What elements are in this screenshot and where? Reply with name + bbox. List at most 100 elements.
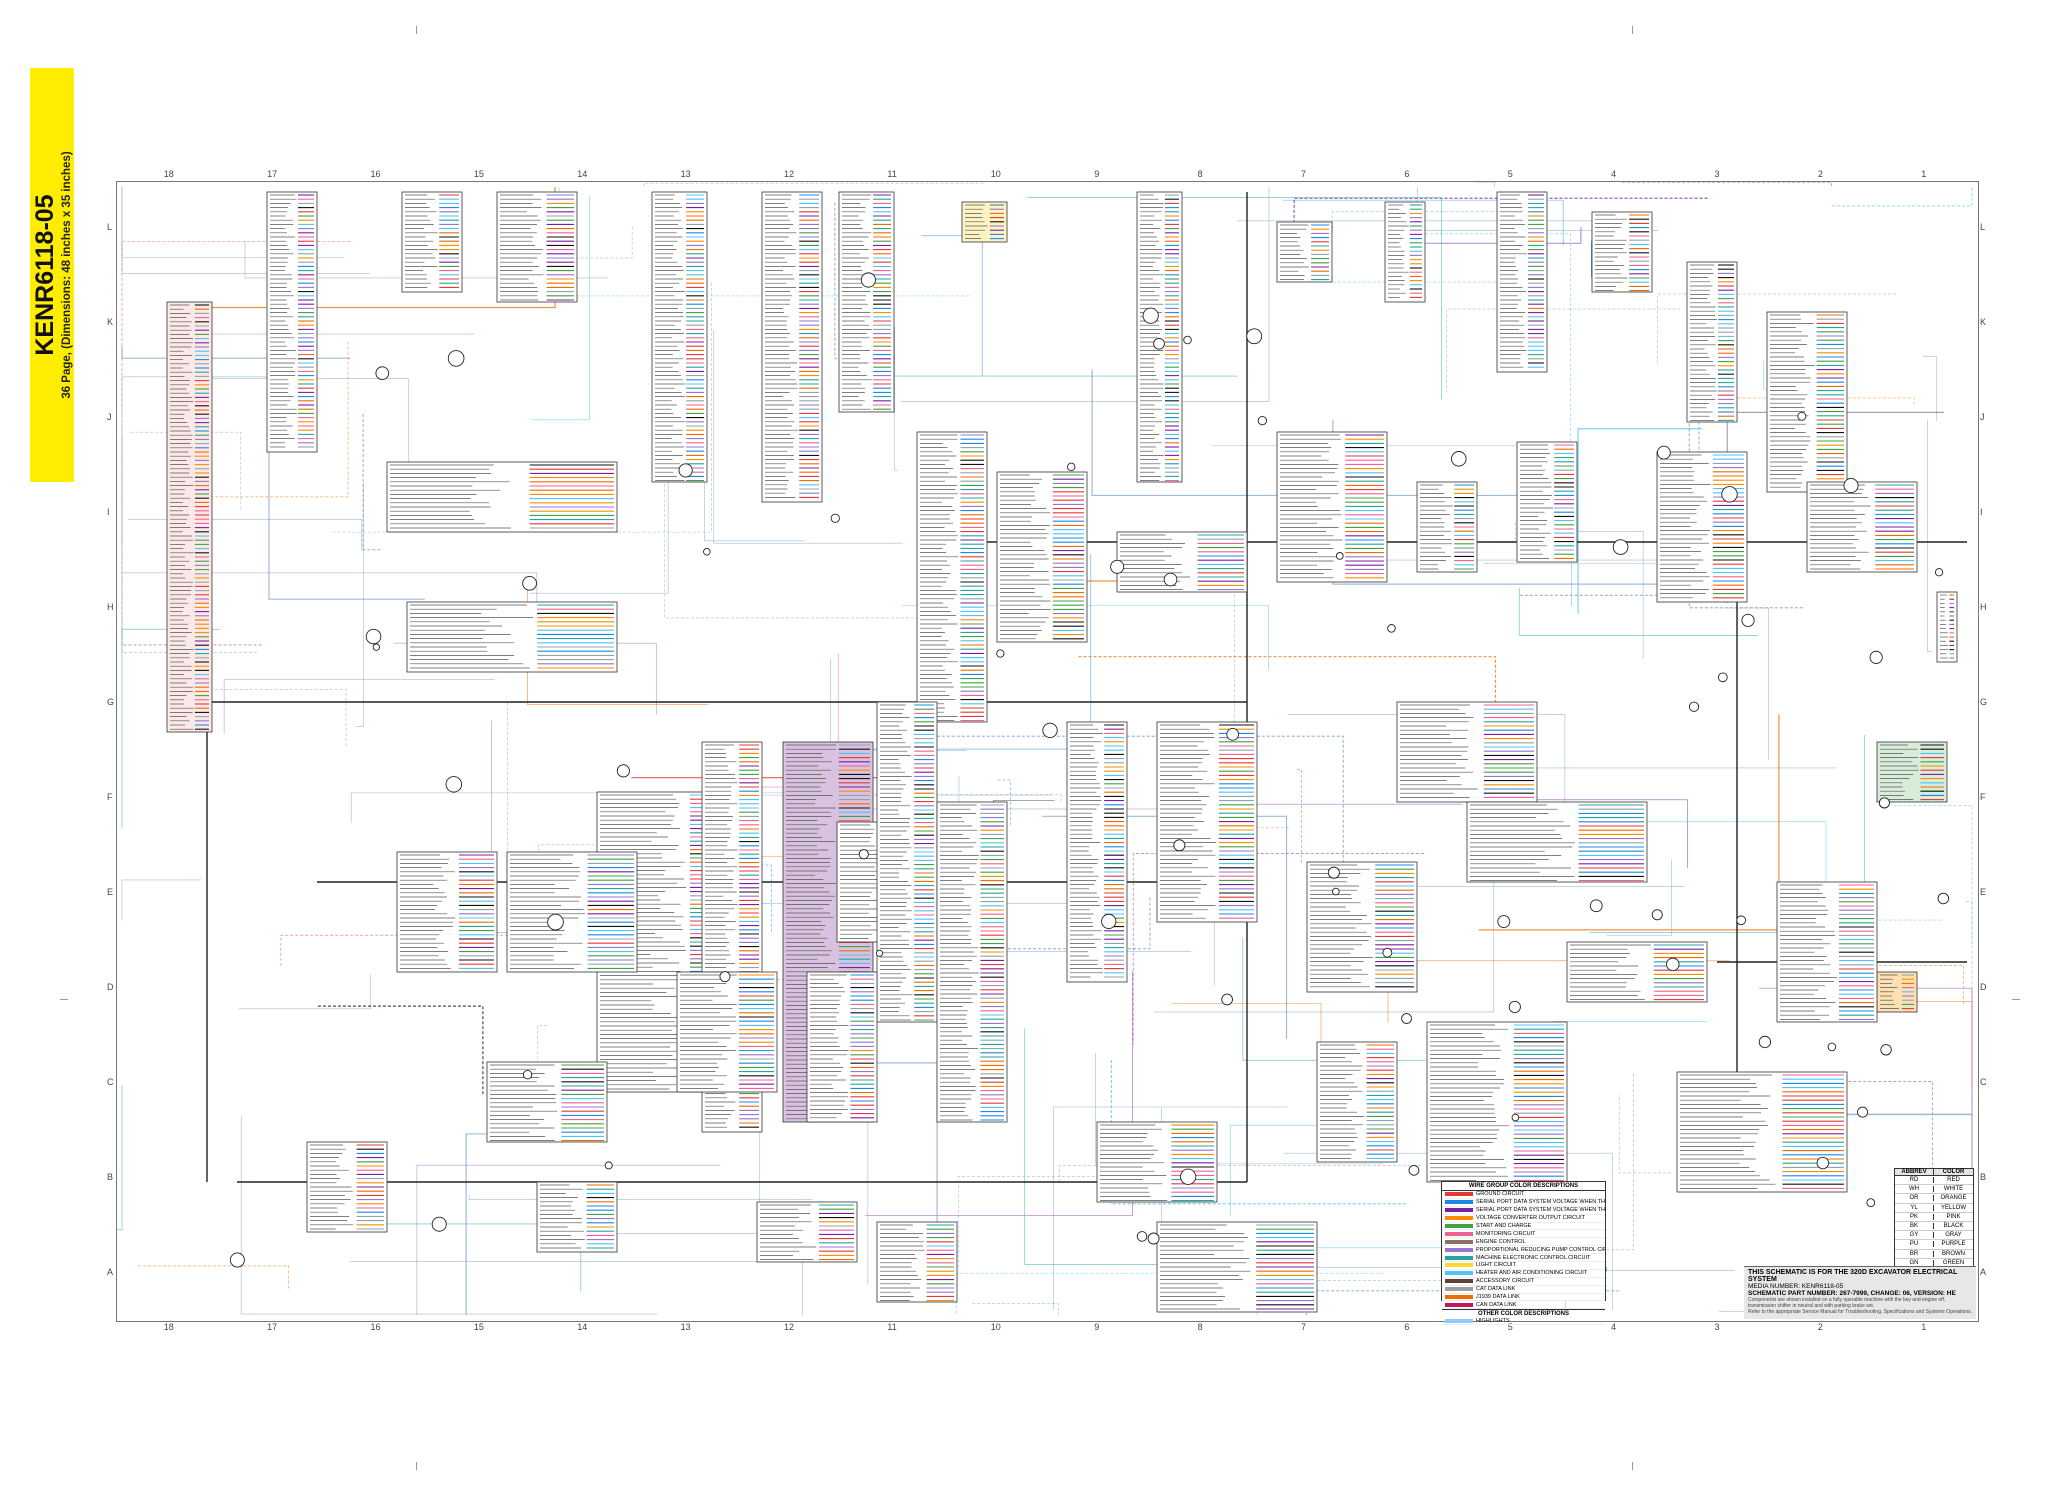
connector-block: [506, 851, 638, 973]
zone-column-label: 11: [887, 169, 897, 179]
component-symbol: [1153, 337, 1165, 350]
wire-run: [664, 419, 924, 619]
crop-mark: [416, 1462, 417, 1470]
component-symbol: [604, 1161, 613, 1170]
legend-label: SERIAL PORT DATA SYSTEM VOLTAGE WHEN THE…: [1476, 1199, 1605, 1206]
color-name: GREEN: [1942, 1259, 1965, 1266]
legend-label: VOLTAGE CONVERTER OUTPUT CIRCUIT: [1476, 1215, 1585, 1222]
connector-block: [406, 601, 618, 673]
document-dimensions: 36 Page, (Dimensions: 48 inches x 35 inc…: [61, 151, 73, 399]
wire-run: [958, 1175, 1165, 1270]
component-symbol: [1657, 445, 1671, 460]
zone-column-label: 3: [1714, 1322, 1720, 1332]
connector-block: [651, 191, 708, 483]
wire-run: [921, 235, 983, 377]
color-abbrev: GY: [1895, 1232, 1934, 1239]
legend-label: HIGHLIGHTS: [1476, 1317, 1510, 1324]
media-number: MEDIA NUMBER: KENR6118-05: [1748, 1283, 1844, 1290]
connector-block: [1656, 451, 1748, 603]
component-symbol: [1110, 559, 1125, 574]
connector-block: [496, 191, 578, 303]
zone-column-label: 1: [1921, 169, 1927, 179]
legend-swatch: [1445, 1247, 1473, 1252]
wire-run: [1058, 1165, 1421, 1184]
zone-row-label: C: [107, 1076, 114, 1087]
wire-run: [1385, 233, 1571, 475]
component-symbol: [719, 971, 731, 983]
component-symbol: [616, 764, 630, 778]
zone-row-label: D: [1980, 981, 1987, 992]
zone-row-label: F: [1980, 791, 1986, 802]
legend-item: GROUND CIRCUIT: [1442, 1191, 1605, 1199]
component-symbol: [1612, 539, 1629, 555]
component-symbol: [447, 350, 465, 367]
component-symbol: [1511, 1113, 1520, 1122]
component-symbol: [1408, 1164, 1420, 1176]
legend-label: MACHINE ELECTRONIC CONTROL CIRCUIT: [1476, 1254, 1591, 1261]
wire-run: [1053, 1106, 1288, 1310]
zone-column-label: 4: [1611, 1322, 1617, 1332]
zone-column-label: 2: [1817, 1322, 1823, 1332]
connector-block: [1496, 191, 1548, 373]
wire-run: [972, 1303, 1059, 1315]
zone-row-label: F: [107, 791, 113, 802]
color-name: BROWN: [1942, 1250, 1965, 1257]
color-abbrev: RD: [1895, 1177, 1934, 1184]
wire-run: [200, 339, 349, 498]
legend-label: CAN DATA LINK: [1476, 1301, 1517, 1308]
component-symbol: [1741, 613, 1755, 627]
component-symbol: [1736, 915, 1746, 926]
wire-run: [1110, 1059, 1406, 1205]
wire-run: [1446, 308, 1681, 393]
wire-run: [1491, 520, 1516, 542]
legend-item: START AND CHARGE: [1442, 1223, 1605, 1231]
legend-label: SERIAL PORT DATA SYSTEM VOLTAGE WHEN THE…: [1476, 1207, 1605, 1214]
color-abbrev: PU: [1895, 1241, 1934, 1248]
wire-run: [1095, 1052, 1384, 1165]
crop-mark: [1632, 1462, 1633, 1470]
crop-mark: [416, 26, 417, 34]
component-symbol: [1382, 947, 1393, 958]
wire-run: [121, 879, 202, 921]
component-symbol: [703, 548, 711, 556]
zone-column-label: 6: [1404, 169, 1410, 179]
color-abbrev: BR: [1895, 1250, 1934, 1257]
legend-label: GROUND CIRCUIT: [1476, 1191, 1525, 1198]
wire-run: [1287, 714, 1566, 829]
wire-run: [900, 187, 1270, 402]
zone-column-label: 15: [473, 1322, 484, 1332]
legend-item: SERIAL PORT DATA SYSTEM VOLTAGE WHEN THE…: [1442, 1207, 1605, 1215]
crop-mark: [1632, 26, 1633, 34]
legend-swatch: [1445, 1287, 1473, 1292]
zone-row-label: G: [107, 697, 115, 708]
wire-run: [465, 1133, 547, 1315]
color-name: YELLOW: [1940, 1204, 1966, 1211]
connector-block: [916, 431, 988, 723]
zone-row-label: L: [1980, 222, 1986, 233]
zone-column-label: 12: [784, 1322, 795, 1332]
connector-block: [1876, 741, 1948, 803]
component-symbol: [1869, 650, 1883, 664]
legend-swatch: [1445, 1295, 1473, 1300]
connector-block: [676, 971, 778, 1093]
wire-run: [713, 329, 903, 544]
legend-title: WIRE GROUP COLOR DESCRIPTIONS: [1442, 1182, 1605, 1191]
zone-row-label: B: [1980, 1171, 1987, 1182]
zone-row-label: H: [107, 602, 114, 613]
wire-run: [1724, 607, 1769, 760]
other-legend-title: OTHER COLOR DESCRIPTIONS: [1442, 1309, 1605, 1317]
wire-run: [1966, 901, 1973, 1111]
wire-run: [356, 483, 364, 727]
component-symbol: [1221, 993, 1233, 1006]
zone-row-label: E: [107, 886, 114, 897]
component-symbol: [229, 1252, 245, 1268]
component-symbol: [1816, 1156, 1830, 1170]
legend-item: PROPORTIONAL REDUCING PUMP CONTROL CIRCU…: [1442, 1246, 1605, 1255]
connector-block: [1384, 201, 1426, 303]
wire-run: [205, 333, 475, 422]
zone-column-label: 17: [267, 169, 278, 179]
component-symbol: [1758, 1035, 1772, 1049]
connector-block: [1276, 221, 1333, 283]
wire-run: [138, 1265, 289, 1290]
